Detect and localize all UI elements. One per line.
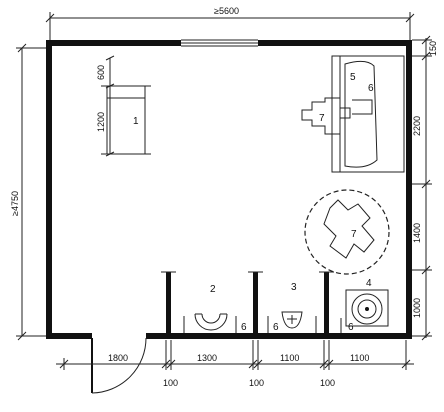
bed-dim-600: 600 [96,65,106,80]
washbasin [281,311,303,329]
right-dim-1000: 1000 [412,298,422,318]
entrance-door [91,337,147,394]
bed [101,85,151,155]
label-1: 1 [133,116,139,127]
turning-circle [304,189,390,275]
partitions [161,271,334,333]
grab-bars [183,316,342,333]
label-6-c: 6 [348,322,354,333]
bed-dimension-line [105,55,115,157]
bottom-dim-1300: 1300 [197,353,217,363]
label-7-circle: 7 [351,229,357,240]
label-6-a: 6 [241,322,247,333]
label-3: 3 [291,282,297,293]
label-4: 4 [366,278,372,289]
bottom-dimension-line [56,340,414,370]
label-6-bath: 6 [368,83,374,94]
outer-walls [46,40,412,339]
bathtub [331,55,405,173]
label-5: 5 [350,72,356,83]
right-dimension-line [412,35,432,341]
bottom-dim-100-b: 100 [249,378,264,388]
bottom-dim-100-a: 100 [163,378,178,388]
top-dimension-line [45,12,415,40]
top-width-label: ≥5600 [214,6,239,16]
left-dimension-line [16,43,46,341]
bottom-dim-100-c: 100 [320,378,335,388]
bed-dim-1200: 1200 [96,112,106,132]
label-6-b: 6 [273,322,279,333]
label-7-bath: 7 [319,113,325,124]
transfer-figure [301,97,373,135]
bottom-dim-1100-a: 1100 [280,353,299,363]
left-height-label: ≥4750 [10,191,20,216]
washing-machine [345,289,389,327]
right-dim-2200: 2200 [412,116,422,136]
window [181,39,258,47]
label-2: 2 [210,284,216,295]
bottom-dim-1100-b: 1100 [350,353,369,363]
toilet [194,313,228,331]
bottom-dim-1800: 1800 [108,353,128,363]
right-dim-1400: 1400 [412,223,422,243]
right-dim-150: 150 [428,41,438,56]
